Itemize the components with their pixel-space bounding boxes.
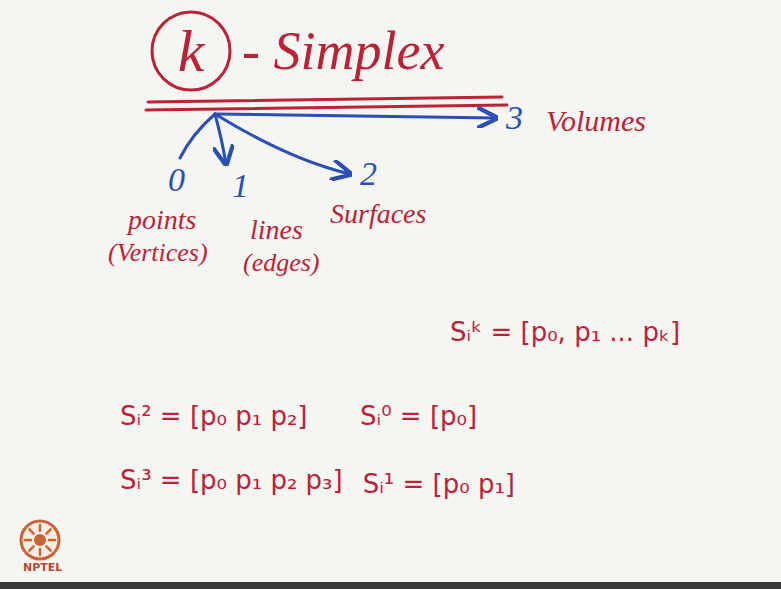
nptel-logo <box>21 521 59 559</box>
branch-arrow <box>215 114 226 164</box>
category-label: points <box>128 204 196 236</box>
dimension-number: 3 <box>506 98 523 137</box>
dimension-number: 0 <box>168 160 185 199</box>
formula: Sᵢ⁰ = [p₀] <box>360 402 477 432</box>
category-label: lines <box>250 214 303 246</box>
formula: Sᵢ¹ = [p₀ p₁] <box>363 470 515 500</box>
circled-symbol: k <box>150 10 232 92</box>
category-label: (Vertices) <box>108 238 208 268</box>
formula: Sᵢ² = [p₀ p₁ p₂] <box>120 402 307 432</box>
underline <box>146 105 507 110</box>
symbol-letter: k <box>178 18 205 84</box>
category-label: (edges) <box>243 248 320 278</box>
formula: Sᵢ³ = [p₀ p₁ p₂ p₃] <box>120 466 343 496</box>
dimension-number: 2 <box>360 154 377 193</box>
branch-arrow <box>180 114 215 158</box>
logo-text: NPTEL <box>23 562 62 575</box>
underline <box>148 97 502 102</box>
formula: Sᵢᵏ = [p₀, p₁ ... pₖ] <box>450 318 680 348</box>
frame-edge <box>0 582 781 589</box>
branch-arrow <box>215 114 350 174</box>
category-label: Volumes <box>546 104 646 139</box>
slide-title: - Simplex <box>242 20 444 82</box>
dimension-number: 1 <box>232 166 249 205</box>
category-label: Surfaces <box>330 198 426 230</box>
branch-arrow <box>215 114 496 118</box>
